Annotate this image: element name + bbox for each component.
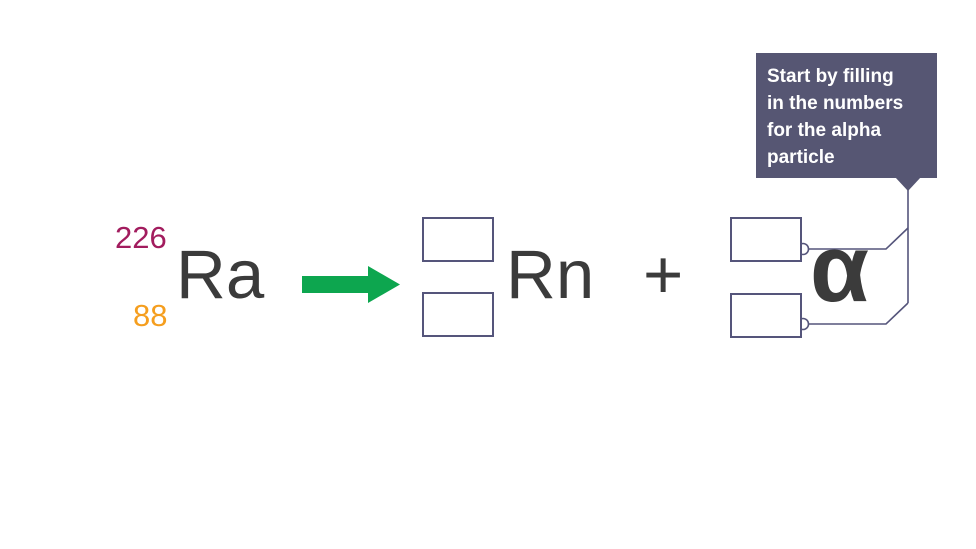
tooltip-pointer-icon [895, 177, 921, 191]
tooltip-text-line: in the numbers [767, 93, 904, 114]
reactant-atomic-number: 88 [133, 298, 168, 333]
tooltip-text-line: particle [767, 147, 835, 168]
alpha-atomic-number-input[interactable] [730, 293, 802, 338]
tooltip-text-line: for the alpha [767, 120, 882, 141]
alpha-mass-number-input[interactable] [730, 217, 802, 262]
reaction-arrow-icon [302, 266, 400, 303]
reactant-mass-number: 226 [115, 220, 167, 255]
alpha-symbol: α [810, 215, 870, 322]
product-mass-number-input[interactable] [422, 217, 494, 262]
product-atomic-number-input[interactable] [422, 292, 494, 337]
product-element-symbol: Rn [506, 236, 595, 313]
tooltip: Start by filling in the numbers for the … [756, 53, 937, 178]
tooltip-text-line: Start by filling [767, 66, 894, 87]
reactant-element-symbol: Ra [176, 236, 265, 313]
plus-operator: + [643, 236, 684, 313]
